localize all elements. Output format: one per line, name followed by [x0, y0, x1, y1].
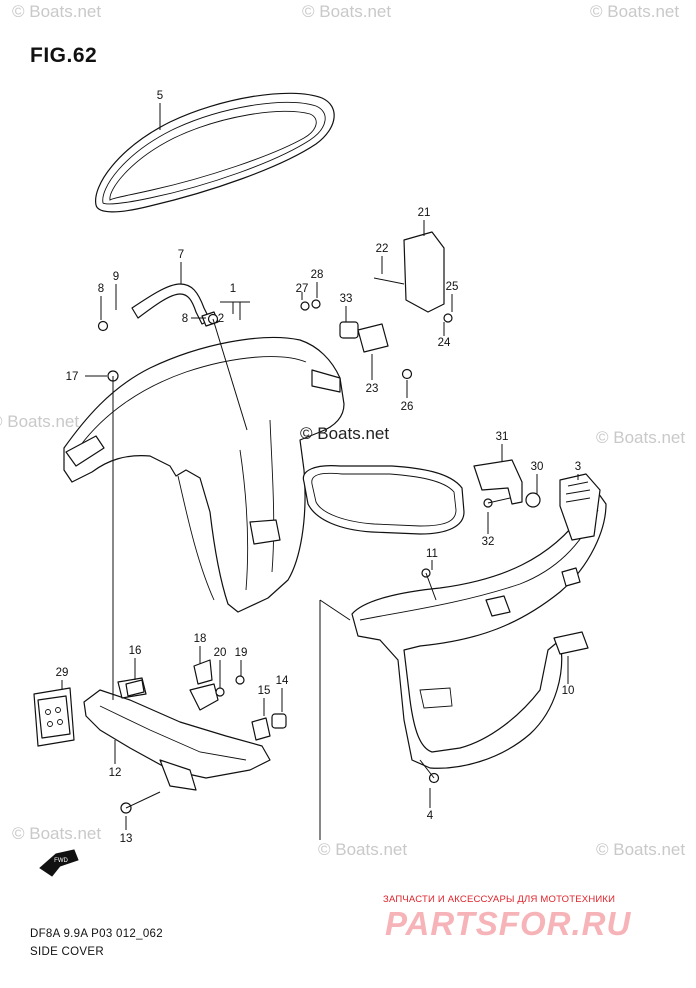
- watermark-top-left: © Boats.net: [12, 2, 102, 21]
- callout-14: 14: [276, 675, 289, 687]
- washer-part-27: [300, 301, 310, 311]
- side-cover-lower-part-3: [351, 473, 607, 769]
- callout-31: 31: [496, 431, 509, 443]
- figure-title: FIG.62: [30, 44, 98, 67]
- callout-28: 28: [311, 269, 324, 281]
- watermark-top-right: © Boats.net: [590, 2, 680, 21]
- brand-logo: PARTSFOR.RU: [385, 905, 632, 942]
- callout-labels: 5 21 22 7 9 28 8 27 1 25 33 8 2 24 17 23…: [56, 90, 582, 845]
- watermark-bottom-left: © Boats.net: [12, 824, 102, 843]
- hose-part-7: [131, 283, 219, 327]
- grommet-part-10: [553, 631, 589, 655]
- washer-part-28: [311, 299, 321, 309]
- callout-29: 29: [56, 667, 69, 679]
- grommet-part-30: [525, 492, 541, 508]
- bolt-part-26: [401, 368, 413, 380]
- callout-13: 13: [120, 833, 133, 845]
- section-name: SIDE COVER: [30, 946, 104, 958]
- callout-22: 22: [376, 243, 389, 255]
- callout-5: 5: [157, 90, 163, 102]
- callout-26: 26: [401, 401, 414, 413]
- callout-4: 4: [427, 810, 434, 822]
- leader-lines: [61, 103, 579, 840]
- callout-8a: 8: [98, 283, 104, 295]
- bracket-part-31: [473, 459, 523, 505]
- callout-18: 18: [194, 633, 207, 645]
- callout-19: 19: [235, 647, 248, 659]
- callout-2: 2: [218, 313, 224, 325]
- fasteners: [97, 277, 511, 814]
- cushion-part-33: [339, 321, 359, 339]
- plate-part-23: [357, 323, 389, 353]
- watermark-center: © Boats.net: [300, 424, 390, 443]
- washer-part-24: [443, 313, 453, 323]
- damper-part-15: [251, 717, 271, 741]
- callout-21: 21: [418, 207, 431, 219]
- callout-33: 33: [340, 293, 353, 305]
- callout-20: 20: [214, 647, 227, 659]
- pin-part-22: [373, 277, 405, 285]
- callout-27: 27: [296, 283, 309, 295]
- callout-17: 17: [66, 371, 79, 383]
- callout-1: 1: [230, 283, 236, 295]
- callout-10: 10: [562, 685, 575, 697]
- callout-30: 30: [531, 461, 544, 473]
- callout-32: 32: [482, 536, 495, 548]
- bolt-part-19: [235, 675, 245, 685]
- side-cover-upper-part-1: [63, 336, 345, 613]
- callout-8b: 8: [182, 313, 188, 325]
- latch-part-21: [403, 231, 445, 313]
- grommet-part-14: [271, 713, 287, 729]
- callout-15: 15: [258, 685, 271, 697]
- seal-ring-part-5: [95, 92, 335, 213]
- watermark-mid-right: © Boats.net: [596, 428, 686, 447]
- callout-16: 16: [129, 645, 142, 657]
- model-code: DF8A 9.9A P03 012_062: [30, 928, 163, 940]
- watermark-mid-left: © Boats.net: [0, 412, 80, 431]
- callout-11: 11: [426, 548, 438, 560]
- clip-part-16: [125, 679, 145, 697]
- callout-23: 23: [366, 383, 379, 395]
- callout-9: 9: [113, 271, 119, 283]
- seal-gasket: [302, 465, 465, 535]
- callout-24: 24: [438, 337, 451, 349]
- callout-12: 12: [109, 767, 122, 779]
- callout-25: 25: [446, 281, 459, 293]
- fwd-arrow-icon: FWD: [39, 849, 79, 877]
- callout-3: 3: [575, 461, 581, 473]
- washer-part-20: [215, 687, 225, 697]
- bolt-part-8a: [97, 320, 109, 332]
- watermark-bottom-center: © Boats.net: [318, 840, 408, 859]
- callout-7: 7: [178, 249, 184, 261]
- small-parts: [125, 231, 589, 741]
- brand-tagline: ЗАПЧАСТИ И АКСЕССУАРЫ ДЛЯ МОТОТЕХНИКИ: [383, 894, 616, 905]
- watermark-top-center: © Boats.net: [302, 2, 392, 21]
- pad-part-29: [33, 687, 75, 747]
- watermark-bottom-right: © Boats.net: [596, 840, 686, 859]
- fwd-label: FWD: [54, 858, 68, 864]
